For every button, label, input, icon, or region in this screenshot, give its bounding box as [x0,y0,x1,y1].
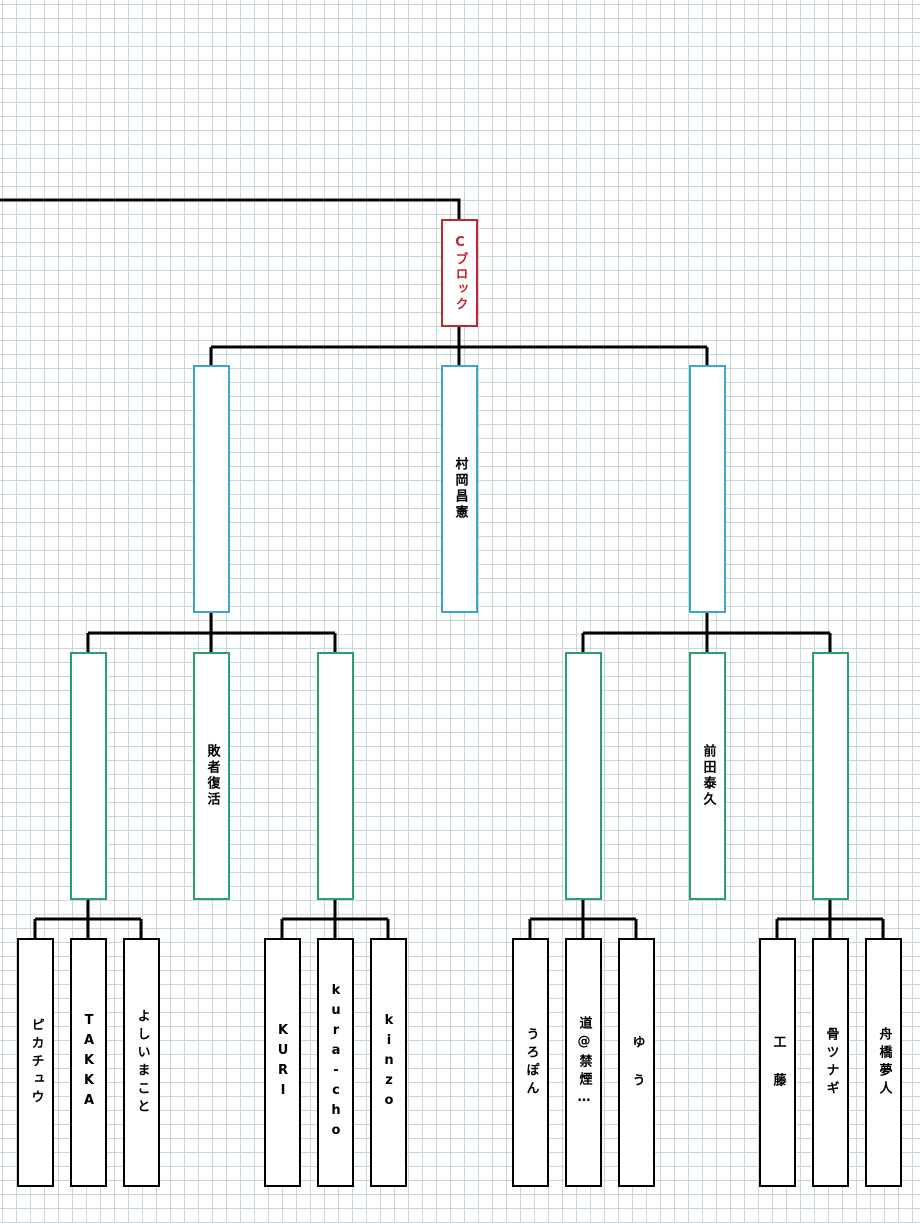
round2-slot-center: 村岡昌憲 [441,365,478,613]
player-slot: kura-cho [317,938,354,1187]
player-name: よしいまこと [134,1008,150,1117]
round3-slot [812,652,849,900]
round3-slot [317,652,354,900]
block-title-box: Cブロック [441,219,478,327]
player-name: TAKKA [81,1012,97,1113]
player-name: 工 藤 [770,1034,786,1091]
player-slot: ゆ う [618,938,655,1187]
round3-slot: 敗者復活 [193,652,230,900]
connector-line [0,198,461,219]
round3-name: 前田泰久 [700,744,716,808]
player-slot: よしいまこと [123,938,160,1187]
player-name: kinzo [381,1012,397,1113]
round3-slot [565,652,602,900]
player-slot: 舟橋夢人 [865,938,902,1187]
player-name: うろぽん [523,1026,539,1099]
player-name: 骨ツナギ [823,1026,839,1099]
player-slot: 工 藤 [759,938,796,1187]
player-slot: うろぽん [512,938,549,1187]
player-slot: ピカチュウ [17,938,54,1187]
player-name: kura-cho [328,982,344,1143]
player-slot: 道@禁煙… [565,938,602,1187]
player-slot: 骨ツナギ [812,938,849,1187]
player-name: 舟橋夢人 [876,1026,892,1099]
round2-slot-left [193,365,230,613]
player-name: ゆ う [629,1034,645,1091]
round3-slot [70,652,107,900]
round3-name: 敗者復活 [204,744,220,808]
player-slot: TAKKA [70,938,107,1187]
player-name: KURI [275,1022,291,1103]
player-name: ピカチュウ [28,1017,44,1108]
block-title: Cブロック [452,234,468,312]
round3-slot: 前田泰久 [689,652,726,900]
player-slot: kinzo [370,938,407,1187]
round2-name: 村岡昌憲 [452,457,468,521]
player-name: 道@禁煙… [576,1015,592,1110]
player-slot: KURI [264,938,301,1187]
round2-slot-right [689,365,726,613]
